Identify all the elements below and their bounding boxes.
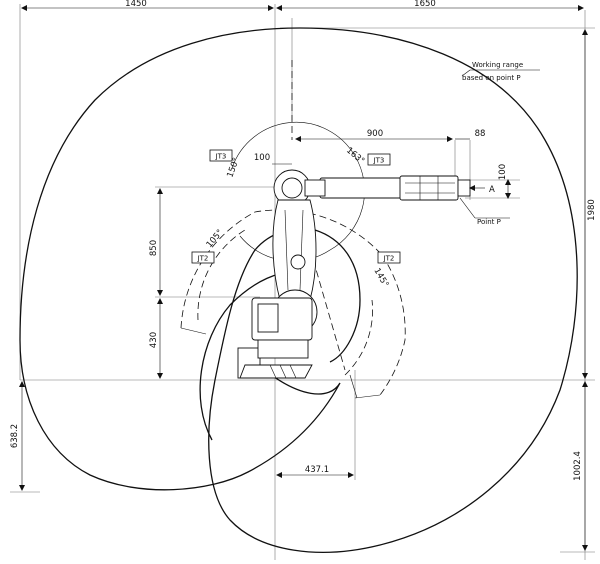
working-range-label-line2: based on point P bbox=[462, 74, 521, 82]
jt3-label-left: JT3 bbox=[215, 153, 227, 161]
dim-900: 900 bbox=[367, 129, 383, 139]
dim-100-tool: 100 bbox=[498, 164, 508, 180]
jt2-label-left: JT2 bbox=[197, 255, 209, 263]
dim-1980: 1980 bbox=[587, 199, 597, 221]
dim-1002-4: 1002.4 bbox=[573, 451, 583, 481]
dim-850: 850 bbox=[149, 240, 159, 256]
annotations: Working range based on point P Point P A bbox=[462, 61, 523, 226]
dimension-labels: 1450 1650 900 88 100 100 1980 850 430 63… bbox=[10, 0, 597, 481]
dim-638-2: 638.2 bbox=[10, 424, 20, 448]
robot-arm bbox=[237, 169, 471, 379]
dim-88: 88 bbox=[475, 129, 486, 139]
angle-jt3-down: 163° bbox=[344, 146, 366, 167]
point-p-label: Point P bbox=[477, 218, 501, 226]
jt3-label-right: JT3 bbox=[373, 157, 385, 165]
angle-jt2-forward: 145° bbox=[371, 267, 390, 290]
angle-jt2-back: 105° bbox=[205, 228, 226, 250]
jt2-label-right: JT2 bbox=[383, 255, 395, 263]
dim-430: 430 bbox=[149, 332, 159, 348]
dimension-lines bbox=[19, 5, 588, 551]
dim-1450: 1450 bbox=[125, 0, 147, 9]
working-range-label-line1: Working range bbox=[472, 61, 523, 69]
dim-1650: 1650 bbox=[414, 0, 436, 9]
leader-lines bbox=[459, 69, 540, 219]
dim-437-1: 437.1 bbox=[305, 465, 329, 475]
joint-labels: JT3 JT3 JT2 JT2 bbox=[191, 149, 401, 264]
view-marker-label: A bbox=[489, 185, 495, 195]
dim-100-wrist: 100 bbox=[254, 153, 270, 163]
